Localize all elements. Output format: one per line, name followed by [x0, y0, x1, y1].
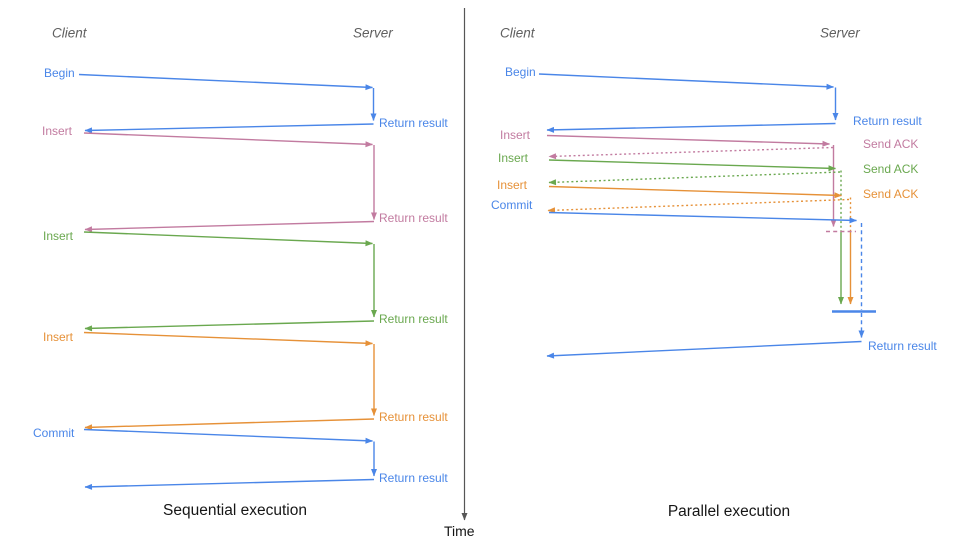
message-line [546, 122, 836, 133]
label-return-result: Return result [379, 471, 448, 485]
label-return-result: Return result [379, 211, 448, 225]
message-line [78, 73, 373, 91]
label-begin: Begin [44, 66, 75, 80]
label-insert: Insert [43, 329, 74, 344]
label-commit: Commit [33, 426, 75, 440]
parallel-server-header: Server [820, 25, 860, 41]
message-line [84, 418, 375, 431]
parallel-client-header: Client [500, 25, 535, 41]
message-line [83, 132, 373, 148]
label-return-result: Return result [868, 339, 937, 353]
label-begin: Begin [505, 65, 536, 79]
message-line [83, 231, 373, 247]
sequential-title: Sequential execution [163, 502, 307, 519]
label-send-ack: Send ACK [863, 136, 919, 151]
message-line [548, 185, 842, 199]
message-line [84, 220, 375, 233]
label-return-result: Return result [853, 114, 922, 128]
message-line [548, 211, 857, 224]
sequential-server-header: Server [353, 25, 393, 41]
label-return-result: Return result [379, 312, 448, 326]
message-line [83, 331, 373, 347]
label-return-result: Return result [379, 116, 448, 130]
label-insert: Insert [497, 178, 528, 192]
message-line [83, 428, 373, 444]
time-axis-label: Time [444, 523, 475, 539]
label-send-ack: Send ACK [863, 161, 919, 176]
message-line [84, 123, 374, 134]
message-line [546, 134, 830, 147]
parallel-title: Parallel execution [667, 503, 791, 520]
message-line [548, 159, 836, 172]
message-line [546, 340, 862, 359]
label-return-result: Return result [379, 410, 448, 424]
message-line [538, 73, 834, 90]
message-line [84, 320, 375, 332]
label-insert: Insert [42, 123, 73, 138]
label-insert: Insert [43, 228, 74, 243]
label-commit: Commit [491, 198, 533, 212]
label-insert: Insert [500, 127, 531, 142]
sequential-client-header: Client [52, 25, 87, 41]
message-line [548, 146, 834, 160]
message-line [84, 478, 375, 490]
label-insert: Insert [498, 151, 529, 165]
label-send-ack: Send ACK [863, 187, 919, 201]
